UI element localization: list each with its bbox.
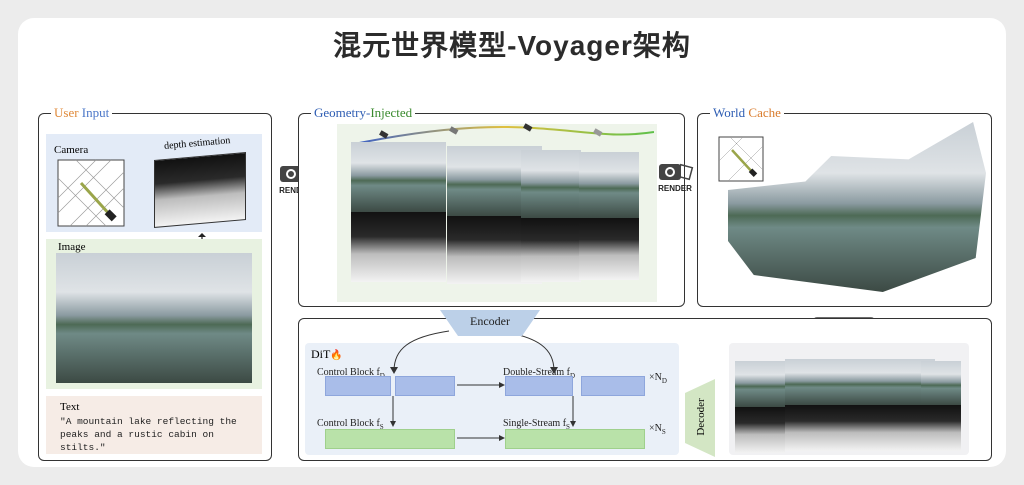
control-block-d-2 bbox=[395, 376, 455, 396]
mountain-lake-photo bbox=[56, 253, 252, 383]
camera-grid-icon bbox=[57, 159, 125, 227]
depth-estimation-label: depth estimation bbox=[163, 135, 231, 152]
geo-frame-rgb-1 bbox=[351, 142, 446, 212]
times-ns: ×NS bbox=[649, 423, 666, 436]
geo-frame-depth-1 bbox=[351, 212, 446, 282]
double-stream-block-1 bbox=[505, 376, 573, 396]
geometry-injected-panel: Geometry-Injected bbox=[298, 105, 685, 307]
cache-label: Cache bbox=[748, 105, 781, 120]
user-label: User bbox=[54, 105, 79, 120]
dit-panel: DiT🔥 Control Block fD Double-Stream fD ×… bbox=[298, 318, 992, 461]
decoder-shape bbox=[685, 379, 715, 457]
world-cache-pointcloud bbox=[728, 122, 986, 292]
text-section: Text "A mountain lake reflecting the pea… bbox=[46, 396, 262, 454]
text-prompt: "A mountain lake reflecting the peaks an… bbox=[60, 416, 237, 453]
double-stream-block-2 bbox=[581, 376, 645, 396]
render-badge-right: RENDER bbox=[658, 184, 692, 193]
page-title: 混元世界模型-Voyager架构 bbox=[333, 30, 691, 61]
encoder-label: Encoder bbox=[470, 314, 510, 328]
camera-trajectory bbox=[354, 123, 654, 145]
dit-arrows bbox=[390, 330, 576, 441]
decoder-label: Decoder bbox=[695, 398, 707, 436]
camera-label: Camera bbox=[54, 144, 89, 156]
world-cache-label: World Cache bbox=[710, 105, 784, 121]
output-frame-rgb-2 bbox=[785, 359, 835, 405]
geometry-label: Geometry- bbox=[314, 105, 371, 120]
user-input-label: User Input bbox=[51, 105, 113, 121]
image-section: Image bbox=[46, 239, 262, 389]
control-block-s-label: Control Block fS bbox=[317, 418, 384, 431]
geo-frame-rgb-4 bbox=[579, 152, 639, 218]
text-label: Text bbox=[60, 401, 80, 413]
times-nd: ×ND bbox=[649, 372, 667, 385]
encoder-shape bbox=[440, 310, 540, 336]
image-label: Image bbox=[58, 241, 86, 253]
depth-map-image bbox=[154, 151, 246, 229]
world-camera-icon bbox=[718, 136, 764, 182]
control-block-d-1 bbox=[325, 376, 391, 396]
output-frame-rgb-3 bbox=[835, 359, 885, 405]
camera-section: Camera depth estimation bbox=[46, 134, 262, 232]
fire-icon: 🔥 bbox=[330, 350, 343, 361]
user-input-panel: User Input Camera depth estimation Image… bbox=[38, 105, 272, 461]
input-label: Input bbox=[81, 105, 110, 120]
geo-frame-depth-4 bbox=[579, 218, 639, 280]
single-stream-block bbox=[505, 429, 645, 449]
injected-label: Injected bbox=[370, 105, 413, 120]
world-label: World bbox=[713, 105, 746, 120]
world-cache-panel: World Cache bbox=[697, 105, 992, 307]
dit-label: DiT🔥 bbox=[311, 347, 343, 361]
geometry-injected-label: Geometry-Injected bbox=[311, 105, 416, 121]
geo-frame-depth-3 bbox=[521, 218, 581, 282]
output-frame-rgb-5 bbox=[921, 361, 961, 405]
output-frame-depth-1 bbox=[735, 407, 785, 453]
output-frame-depth-2 bbox=[785, 405, 835, 451]
output-frame-rgb-1 bbox=[735, 361, 785, 407]
output-frame-depth-3 bbox=[835, 405, 885, 451]
output-frame-depth-5 bbox=[921, 405, 961, 451]
render-camera-icon-right: RENDER bbox=[655, 158, 695, 198]
control-block-s bbox=[325, 429, 455, 449]
single-stream-label: Single-Stream fS bbox=[503, 418, 570, 431]
render-badge-left: RENDER bbox=[279, 186, 313, 195]
geo-frame-rgb-3 bbox=[521, 150, 581, 218]
